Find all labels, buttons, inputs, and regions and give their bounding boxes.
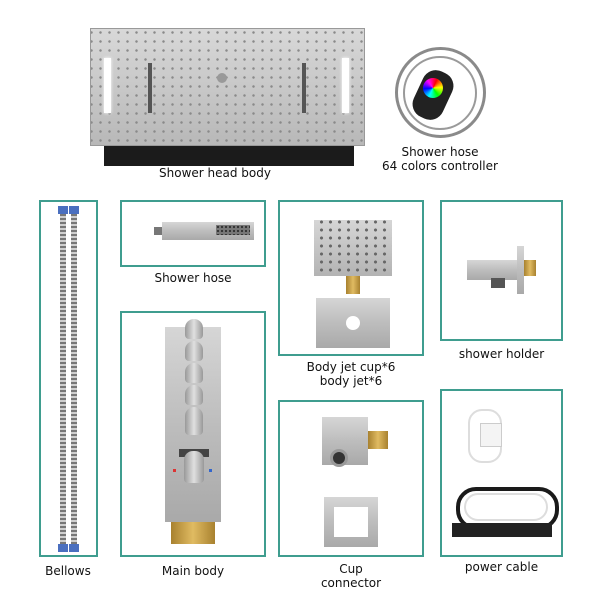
body-jet-image [314,220,392,350]
main-body-image [159,319,225,549]
main-body-frame [120,311,266,557]
bellows-image [58,206,80,552]
bellows-label: Bellows [45,564,91,578]
shower-head-body-image [90,28,365,168]
body-jet-frame [278,200,424,356]
cup-connector-label-2: connector [320,576,382,590]
cup-connector-label-1: Cup [339,562,363,576]
cup-connector-image [322,417,392,547]
shower-holder-image [467,242,537,294]
hand-shower-image [154,222,254,240]
main-body-label: Main body [161,564,225,578]
power-cable-image [450,405,559,550]
power-cable-frame [440,389,563,557]
power-cable-label: power cable [464,560,539,574]
body-jet-label-2: body jet*6 [319,374,383,388]
shower-holder-frame [440,200,563,341]
shower-hose-label: Shower hose [154,271,232,285]
shower-head-body-label: Shower head body [159,166,271,180]
hose-controller-image [385,42,490,142]
shower-hose-frame [120,200,266,267]
bellows-frame [39,200,98,557]
hose-controller-label-1: Shower hose [401,145,479,159]
hose-controller-label-2: 64 colors controller [382,159,498,173]
shower-holder-label: shower holder [458,347,545,361]
body-jet-label-1: Body jet cup*6 [306,360,396,374]
cup-connector-frame [278,400,424,557]
